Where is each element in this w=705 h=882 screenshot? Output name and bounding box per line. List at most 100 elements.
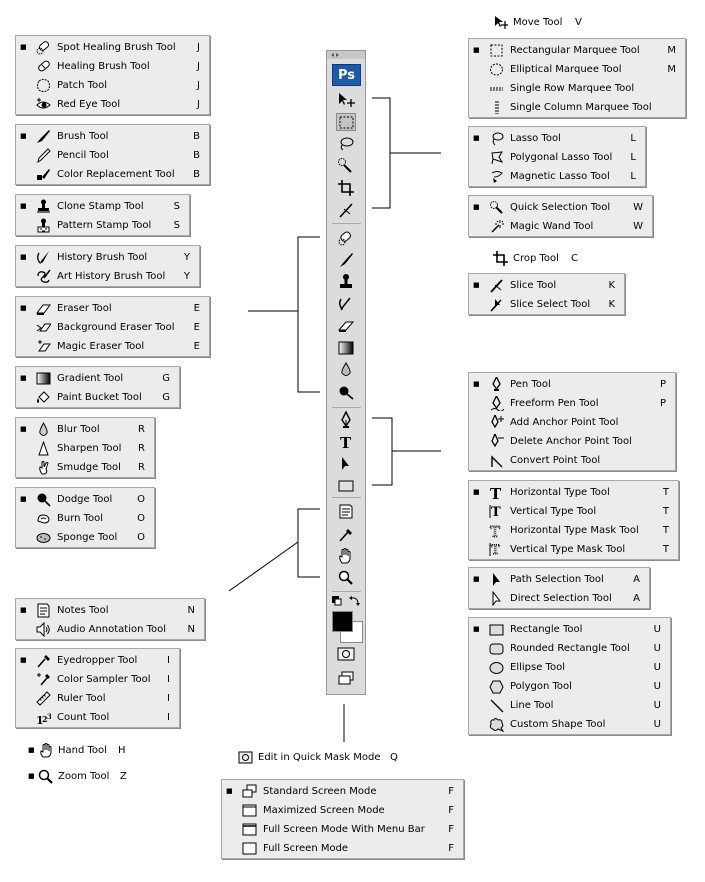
default-colors-icon[interactable]: [332, 596, 342, 606]
tb-eyedropper-icon[interactable]: [336, 525, 356, 543]
panel-grip[interactable]: [327, 51, 365, 59]
delete-anchor-point-icon: [489, 432, 504, 449]
tb-crop-icon[interactable]: [336, 179, 356, 197]
tb-path-selection-icon[interactable]: [336, 455, 356, 473]
shortcut-key: T: [662, 506, 669, 517]
tb-screen-mode-icon[interactable]: [336, 669, 356, 687]
tb-lasso-icon[interactable]: [336, 135, 356, 153]
tb-zoom-icon[interactable]: [336, 569, 356, 587]
tb-brush-icon[interactable]: [336, 251, 356, 269]
tb-clone-stamp-icon[interactable]: [336, 273, 356, 291]
tb-type-icon[interactable]: T: [336, 433, 356, 452]
tb-hand-icon[interactable]: [336, 547, 356, 565]
foreground-color-swatch[interactable]: [332, 611, 353, 632]
tool-single-row-marquee-tool[interactable]: Single Row Marquee Tool: [469, 79, 685, 98]
tb-eraser-icon[interactable]: [336, 317, 356, 335]
shortcut-key: G: [162, 373, 170, 384]
tb-slice-icon[interactable]: [336, 201, 356, 219]
selected-marker: ■: [20, 374, 27, 382]
tb-quick-mask-icon[interactable]: [336, 645, 356, 663]
tb-spot-healing-icon[interactable]: [336, 229, 356, 247]
tool-convert-point-tool[interactable]: Convert Point Tool: [469, 451, 675, 470]
tb-quick-selection-icon[interactable]: [336, 157, 356, 175]
selected-marker: ■: [473, 625, 480, 633]
tb-notes-icon[interactable]: [336, 503, 356, 521]
slice-select-icon: [489, 297, 504, 312]
tool-delete-anchor-point-tool[interactable]: Delete Anchor Point Tool: [469, 432, 675, 451]
tb-dodge-icon[interactable]: [336, 383, 356, 401]
tb-history-brush-icon[interactable]: [336, 295, 356, 313]
tb-gradient-icon[interactable]: [336, 339, 356, 357]
tb-pen-icon[interactable]: [336, 410, 356, 429]
tb-move-icon[interactable]: [336, 91, 356, 109]
tool-add-anchor-point-tool[interactable]: Add Anchor Point Tool: [469, 413, 675, 432]
tb-rectangular-marquee-icon[interactable]: [336, 113, 356, 131]
tb-rectangle-icon[interactable]: [336, 477, 356, 495]
tb-blur-icon[interactable]: [336, 361, 356, 379]
shortcut-key: R: [138, 424, 145, 435]
swap-colors-icon[interactable]: [349, 595, 361, 607]
tool-single-column-marquee-tool[interactable]: Single Column Marquee Tool: [469, 98, 685, 117]
